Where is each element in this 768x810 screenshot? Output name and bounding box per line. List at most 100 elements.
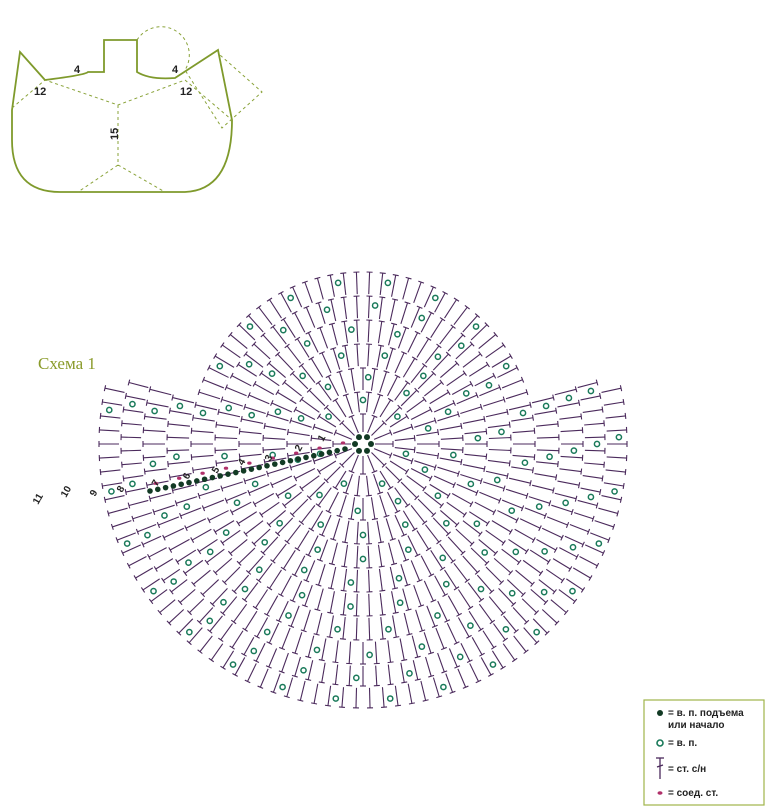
- double-crochet-top: [237, 521, 240, 526]
- chain-stitch: [222, 454, 227, 459]
- double-crochet-stitch: [546, 569, 563, 580]
- double-crochet-stitch: [557, 403, 579, 407]
- chain-stitch: [247, 362, 252, 367]
- double-crochet-stitch: [215, 558, 232, 572]
- double-crochet-top: [392, 588, 398, 589]
- double-crochet-stitch: [318, 488, 331, 506]
- double-crochet-stitch: [282, 653, 289, 672]
- double-crochet-top: [311, 447, 312, 453]
- double-crochet-stitch: [255, 494, 274, 505]
- double-crochet-top: [405, 414, 408, 419]
- double-crochet-stitch: [411, 307, 419, 327]
- double-crochet-stitch: [293, 287, 302, 307]
- double-crochet-stitch: [256, 643, 265, 661]
- double-crochet-stitch: [407, 399, 425, 412]
- legend-label-double-crochet: = ст. с/н: [668, 764, 706, 775]
- double-crochet-top: [221, 343, 224, 348]
- double-crochet-stitch: [143, 456, 165, 457]
- double-crochet-stitch: [317, 589, 323, 610]
- double-crochet-stitch: [401, 663, 404, 683]
- double-crochet-stitch: [189, 599, 203, 613]
- double-crochet-stitch: [371, 369, 374, 391]
- double-crochet-stitch: [333, 349, 340, 370]
- double-crochet-top: [412, 528, 417, 531]
- double-crochet-stitch: [547, 517, 567, 525]
- double-crochet-stitch: [458, 618, 469, 637]
- double-crochet-stitch: [447, 623, 456, 643]
- double-crochet-stitch: [553, 559, 570, 569]
- chain-stitch: [588, 388, 593, 393]
- chain-stitch: [299, 416, 304, 421]
- chain-stitch: [349, 327, 354, 332]
- double-crochet-top: [162, 578, 165, 583]
- double-crochet-top: [172, 395, 173, 401]
- double-crochet-stitch: [448, 596, 459, 615]
- double-crochet-stitch: [446, 674, 453, 693]
- double-crochet-stitch: [542, 528, 562, 537]
- chain-stitch: [187, 630, 192, 635]
- chain-stitch: [395, 414, 400, 419]
- chain-stitch: [382, 353, 387, 358]
- double-crochet-top: [241, 416, 242, 422]
- double-crochet-stitch: [216, 425, 238, 428]
- double-crochet-stitch: [343, 593, 346, 615]
- chain-stitch: [177, 403, 182, 408]
- double-crochet-stitch: [219, 412, 240, 417]
- double-crochet-top: [281, 567, 286, 570]
- double-crochet-stitch: [265, 426, 287, 430]
- double-crochet-top: [525, 549, 528, 554]
- double-crochet-stitch: [601, 496, 621, 500]
- double-crochet-stitch: [345, 521, 349, 543]
- double-crochet-stitch: [102, 402, 122, 405]
- double-crochet-stitch: [454, 307, 467, 324]
- double-crochet-stitch: [424, 382, 441, 396]
- double-crochet-stitch: [369, 618, 370, 640]
- double-crochet-stitch: [390, 567, 395, 588]
- double-crochet-top: [484, 416, 485, 422]
- double-crochet-stitch: [377, 521, 381, 543]
- chain-stitch: [444, 521, 449, 526]
- double-crochet-stitch: [578, 500, 597, 505]
- double-crochet-stitch: [386, 467, 400, 481]
- double-crochet-top: [479, 598, 484, 602]
- double-crochet-top: [602, 475, 603, 481]
- double-crochet-top: [123, 407, 124, 413]
- double-crochet-stitch: [192, 455, 214, 457]
- double-crochet-stitch: [357, 546, 358, 568]
- double-crochet-top: [380, 615, 386, 616]
- double-crochet-stitch: [273, 544, 286, 561]
- double-crochet-top: [463, 512, 466, 517]
- double-crochet-top: [230, 646, 235, 649]
- double-crochet-stitch: [583, 410, 603, 413]
- double-crochet-top: [401, 660, 407, 661]
- double-crochet-stitch: [460, 475, 481, 482]
- double-crochet-stitch: [606, 470, 626, 472]
- double-crochet-stitch: [222, 345, 240, 358]
- double-crochet-stitch: [375, 642, 376, 664]
- double-crochet-stitch: [448, 537, 463, 553]
- double-crochet-stitch: [335, 400, 346, 417]
- double-crochet-top: [596, 503, 598, 509]
- schema-title: Схема 1: [38, 354, 96, 373]
- double-crochet-top: [102, 483, 103, 489]
- double-crochet-stitch: [378, 545, 381, 567]
- double-crochet-top: [379, 566, 385, 567]
- double-crochet-stitch: [173, 398, 194, 403]
- double-crochet-stitch: [555, 493, 576, 498]
- double-crochet-top: [486, 362, 489, 367]
- double-crochet-top: [500, 666, 505, 669]
- double-crochet-stitch: [167, 437, 189, 438]
- double-crochet-stitch: [99, 430, 119, 431]
- double-crochet-stitch: [317, 613, 322, 634]
- double-crochet-stitch: [367, 476, 369, 496]
- double-crochet-top: [144, 469, 145, 475]
- double-crochet-stitch: [581, 488, 601, 492]
- chain-stitch: [203, 485, 208, 490]
- double-crochet-top: [415, 679, 421, 680]
- double-crochet-stitch: [256, 589, 268, 607]
- double-crochet-top: [625, 469, 626, 475]
- double-crochet-stitch: [126, 396, 146, 400]
- double-crochet-top: [507, 473, 508, 479]
- chain-stitch: [616, 435, 621, 440]
- double-crochet-stitch: [121, 437, 141, 438]
